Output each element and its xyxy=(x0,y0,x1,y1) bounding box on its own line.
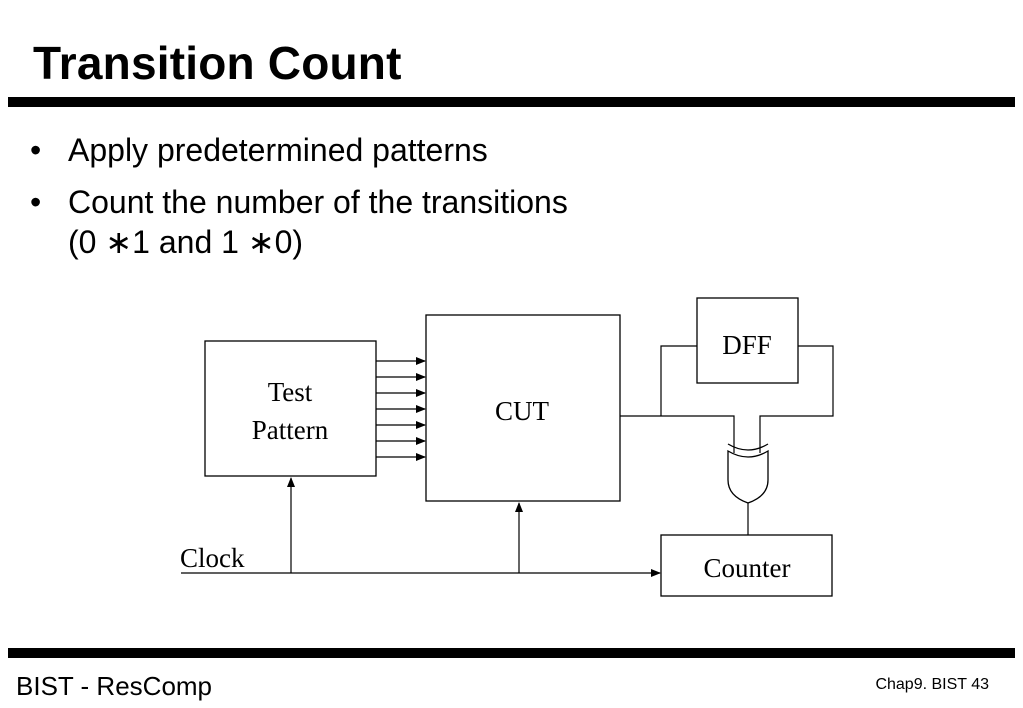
cut-label: CUT xyxy=(495,396,550,426)
bullet-item: • Apply predetermined patterns xyxy=(30,134,568,166)
bullet-dot: • xyxy=(30,132,42,168)
footer-page-number: Chap9. BIST 43 xyxy=(875,676,989,693)
dff-label: DFF xyxy=(722,330,772,360)
cut-output-wires xyxy=(620,345,834,453)
title-divider xyxy=(8,97,1015,107)
bullet-list: • Apply predetermined patterns • Count t… xyxy=(30,134,568,278)
cut-block: CUT xyxy=(425,314,621,502)
test-pattern-label-line2: Pattern xyxy=(252,415,329,445)
clock-label: Clock xyxy=(180,543,245,573)
bullet-text: Apply predetermined patterns xyxy=(68,132,488,168)
counter-block: Counter xyxy=(660,534,833,597)
bullet-dot: • xyxy=(30,184,42,220)
counter-label: Counter xyxy=(704,553,791,583)
dff-block: DFF xyxy=(696,297,799,384)
footer-divider xyxy=(8,648,1015,658)
clock-wires xyxy=(181,477,661,577)
bullet-item: • Count the number of the transitions (0… xyxy=(30,186,568,258)
bullet-text-continuation: (0 ∗1 and 1 ∗0) xyxy=(68,224,304,260)
test-pattern-label-line1: Test xyxy=(268,377,313,407)
footer-course-name: BIST - ResComp xyxy=(16,671,213,701)
test-pattern-block: Test Pattern xyxy=(204,340,377,477)
pattern-bus-arrows xyxy=(376,357,426,461)
bullet-text: Count the number of the transitions xyxy=(68,184,568,220)
xor-gate xyxy=(727,443,769,504)
slide-title: Transition Count xyxy=(33,37,402,89)
